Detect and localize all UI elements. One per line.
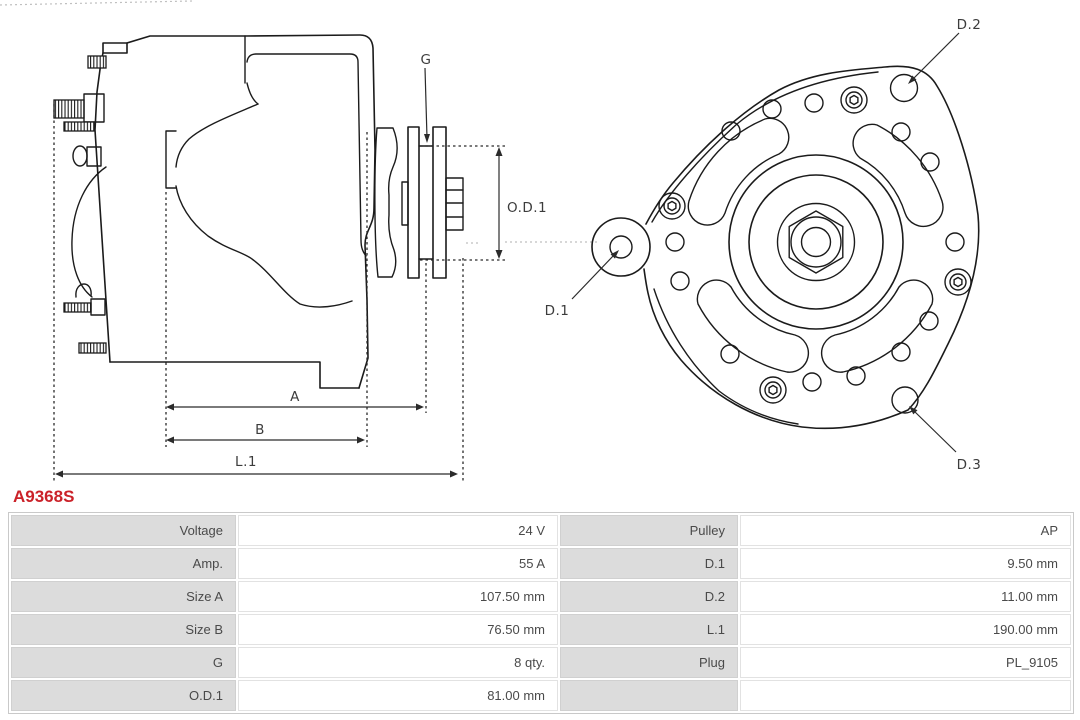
- spec-label: [560, 680, 738, 711]
- alternator-drawing-svg: G O.D.1 A B L.1: [0, 0, 981, 481]
- dim-label-d1: D.1: [545, 303, 570, 319]
- dim-l1: L.1: [55, 454, 458, 478]
- dim-od1: O.D.1: [495, 147, 547, 259]
- dim-label-od1: O.D.1: [507, 200, 547, 216]
- spec-label: L.1: [560, 614, 738, 645]
- spec-value: [740, 680, 1071, 711]
- spec-label: Voltage: [11, 515, 236, 546]
- spec-label: O.D.1: [11, 680, 236, 711]
- spec-label: Size A: [11, 581, 236, 612]
- spec-value: AP: [740, 515, 1071, 546]
- spec-label: D.1: [560, 548, 738, 579]
- dim-d2: D.2: [908, 17, 981, 84]
- spec-value: 190.00 mm: [740, 614, 1071, 645]
- dim-g: G: [421, 52, 432, 143]
- watermark-artifact: [0, 0, 193, 6]
- spec-value: 55 A: [238, 548, 558, 579]
- side-view-drawing: G O.D.1 A B L.1: [53, 34, 597, 481]
- dim-label-b: B: [255, 422, 265, 438]
- spec-label: Pulley: [560, 515, 738, 546]
- technical-drawings: G O.D.1 A B L.1: [0, 0, 981, 481]
- spec-label: Plug: [560, 647, 738, 678]
- spec-label: D.2: [560, 581, 738, 612]
- dim-b: B: [166, 422, 365, 444]
- dim-label-l1: L.1: [235, 454, 257, 470]
- spec-value: 76.50 mm: [238, 614, 558, 645]
- spec-value: 107.50 mm: [238, 581, 558, 612]
- vent-holes: [665, 93, 965, 392]
- spec-value: 81.00 mm: [238, 680, 558, 711]
- spec-value: 8 qty.: [238, 647, 558, 678]
- spec-label: Size B: [11, 614, 236, 645]
- spec-value: 24 V: [238, 515, 558, 546]
- dim-d1: D.1: [545, 250, 619, 319]
- dim-label-g: G: [421, 52, 432, 68]
- part-number: A9368S: [13, 487, 75, 506]
- dim-label-d3: D.3: [957, 457, 982, 473]
- dim-label-a: A: [290, 389, 300, 405]
- spec-value: 9.50 mm: [740, 548, 1071, 579]
- through-bolts: [658, 86, 972, 404]
- front-view-drawing: D.2 D.1 D.3: [545, 17, 981, 473]
- spec-value: 11.00 mm: [740, 581, 1071, 612]
- dim-a: A: [166, 389, 424, 411]
- dim-label-d2: D.2: [957, 17, 982, 33]
- spec-value: PL_9105: [740, 647, 1071, 678]
- spec-label: Amp.: [11, 548, 236, 579]
- spec-label: G: [11, 647, 236, 678]
- dim-d3: D.3: [909, 406, 981, 473]
